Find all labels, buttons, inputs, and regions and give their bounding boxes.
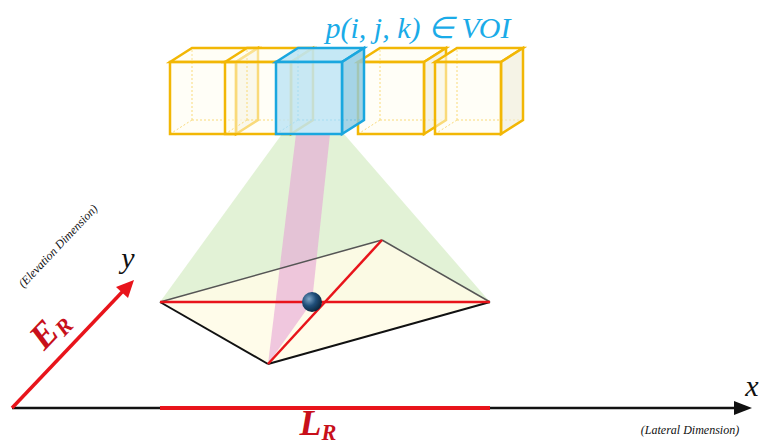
elevation-line <box>268 240 382 364</box>
range-label: LR <box>300 406 337 445</box>
axis-caption: (Elevation Dimension) <box>16 202 100 289</box>
axis-label: y <box>121 243 134 273</box>
arrowhead <box>734 401 752 415</box>
cube-front <box>435 62 501 134</box>
title: p(i, j, k) ∈ VOI <box>325 13 510 43</box>
plane <box>160 240 490 364</box>
voxel <box>435 48 523 134</box>
axis-caption: (Lateral Dimension) <box>641 424 739 436</box>
plane-edge <box>382 240 490 302</box>
main-letter: L <box>300 404 322 444</box>
cube-front <box>276 62 342 134</box>
voxel <box>358 48 446 134</box>
subscript: R <box>322 421 337 446</box>
cube-front <box>358 62 424 134</box>
arrowhead <box>116 280 134 298</box>
x-axis <box>12 407 742 410</box>
y-axis <box>12 290 124 408</box>
voxel-row <box>170 48 523 134</box>
lateral-range <box>160 406 490 410</box>
axis-label: x <box>745 371 758 401</box>
point-scatterer <box>302 292 322 312</box>
selected-voxel <box>276 48 364 134</box>
plane-edge <box>160 240 382 302</box>
cube-side <box>501 48 523 134</box>
plane-edge <box>268 302 490 364</box>
plane-edge <box>160 302 268 364</box>
cube-side <box>342 48 364 134</box>
